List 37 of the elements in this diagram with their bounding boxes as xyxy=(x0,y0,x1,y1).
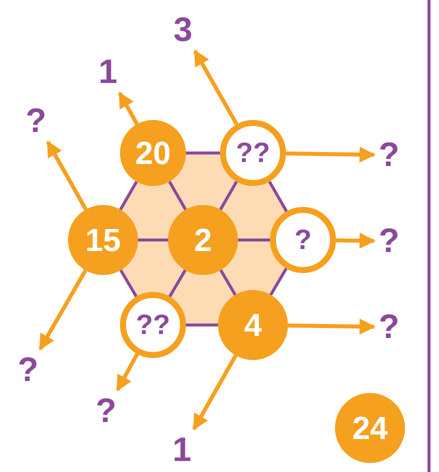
arrow xyxy=(38,269,88,350)
number-label: ? xyxy=(376,136,402,174)
unknown-circle: ? xyxy=(270,207,336,273)
arrow xyxy=(192,354,238,430)
arrow xyxy=(286,146,376,163)
number-circle: 24 xyxy=(335,393,405,463)
connector-line xyxy=(269,268,288,296)
connector-line xyxy=(138,238,168,242)
connector-line xyxy=(168,269,187,298)
number-circle: 15 xyxy=(68,205,138,275)
connector-line xyxy=(268,180,288,212)
number-circle: 20 xyxy=(120,120,186,186)
number-label: ? xyxy=(93,392,119,430)
arrow xyxy=(118,92,139,126)
unknown-circle: ?? xyxy=(220,120,286,186)
arrow xyxy=(116,353,139,392)
arrow xyxy=(46,140,88,210)
number-label: ? xyxy=(23,102,49,140)
connector-line xyxy=(238,238,270,242)
number-label: ? xyxy=(376,222,402,260)
arrow xyxy=(193,50,238,126)
unknown-circle: ?? xyxy=(120,292,186,358)
number-label: ? xyxy=(15,351,41,389)
connector-line xyxy=(186,324,218,326)
connector-line xyxy=(219,180,238,210)
connector-line xyxy=(168,180,187,210)
number-label: 3 xyxy=(170,11,196,49)
number-label: ? xyxy=(376,308,402,346)
arrow xyxy=(288,318,376,335)
number-circle: 4 xyxy=(218,290,288,360)
arrow xyxy=(336,232,376,249)
connector-line xyxy=(119,269,138,298)
number-label: 1 xyxy=(169,431,195,469)
number-label: 1 xyxy=(95,53,121,91)
connector-line xyxy=(119,180,138,210)
connector-line xyxy=(186,152,220,154)
connector-line xyxy=(219,269,237,296)
